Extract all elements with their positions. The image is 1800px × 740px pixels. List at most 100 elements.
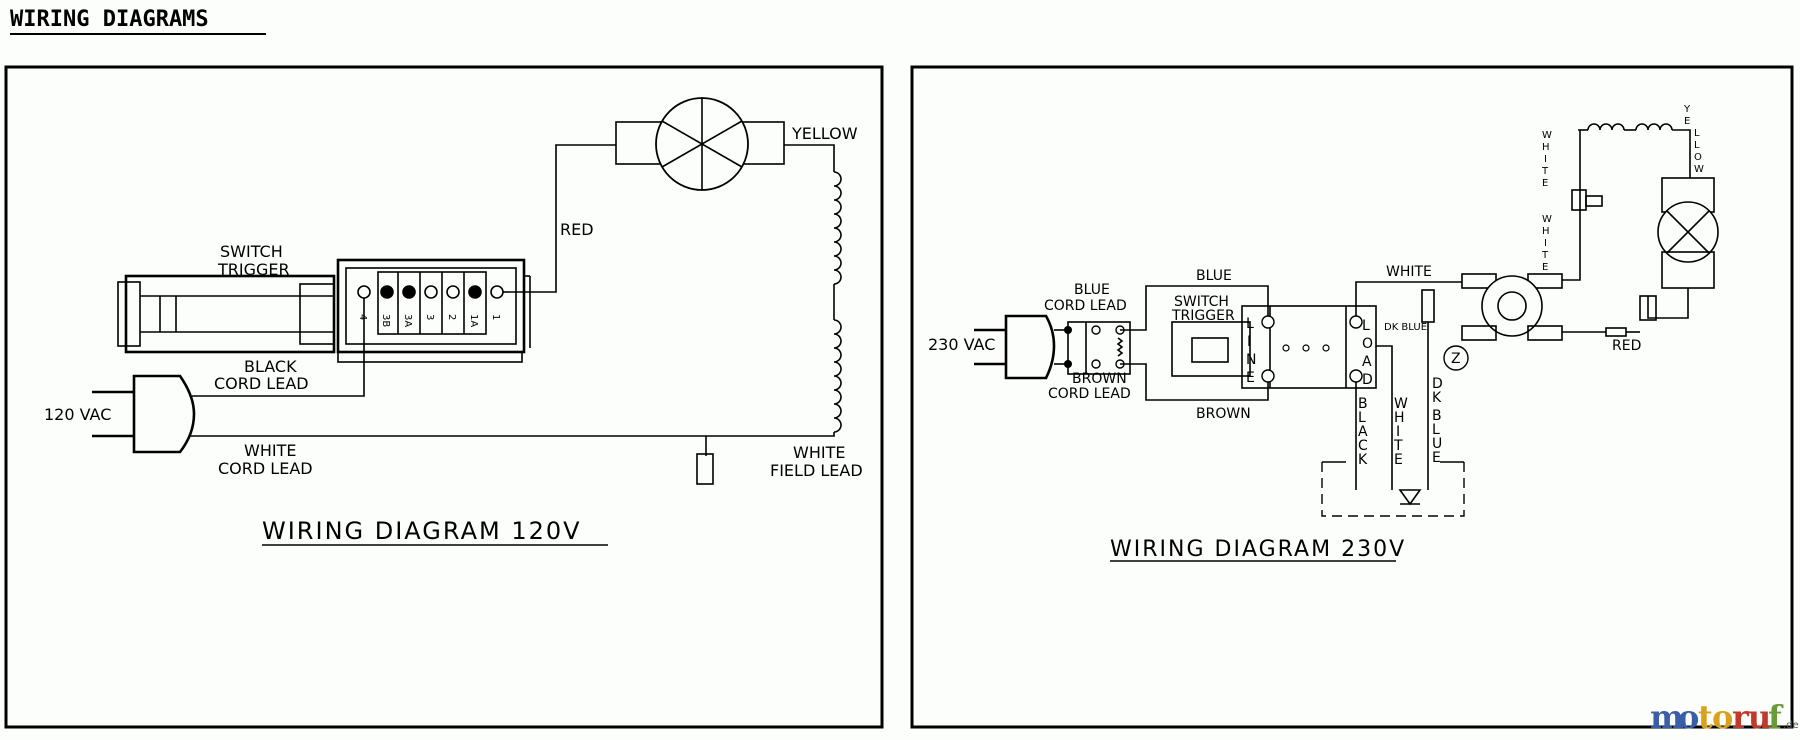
label-switch-120v: SWITCH	[220, 242, 283, 261]
trigger-handle-icon	[117, 281, 141, 347]
line-letter-e: E	[1246, 370, 1255, 386]
load-letter-d: D	[1362, 372, 1373, 388]
white-v2-i: I	[1544, 154, 1547, 165]
ground-z-badge	[1443, 345, 1469, 371]
terminal-label-1a: 1A	[468, 314, 479, 327]
terminal-3	[424, 285, 438, 299]
terminal-label-2: 2	[446, 314, 457, 320]
white-v3-w: W	[1542, 214, 1552, 225]
switch-terminal-block	[336, 258, 526, 354]
yellow-v-l1: L	[1694, 128, 1700, 139]
terminal-3a	[402, 285, 416, 299]
yellow-v-l2: L	[1694, 140, 1700, 151]
label-trigger-230v: TRIGGER	[1171, 308, 1235, 324]
terminal-3b	[380, 285, 394, 299]
watermark-letter-m: m	[1650, 698, 1684, 736]
watermark-suffix: .de	[1783, 720, 1799, 731]
dkblue-letter-d: D	[1432, 376, 1443, 392]
dk-blue-terminal	[1421, 289, 1435, 323]
diagram-230v-frame	[910, 65, 1794, 729]
terminal-label-3a: 3A	[402, 314, 413, 327]
label-white-120v: WHITE	[244, 441, 296, 460]
dkblue-letter-u: U	[1432, 436, 1442, 452]
terminal-1a	[468, 285, 482, 299]
field-coil-top-icon	[833, 171, 842, 285]
terminal-label-1: 1	[490, 314, 501, 320]
black-letter-l: L	[1358, 410, 1366, 426]
label-brown-cord-lead: CORD LEAD	[1048, 386, 1131, 402]
watermark-letter-t: t	[1698, 698, 1713, 736]
label-230-vac: 230 VAC	[928, 335, 995, 354]
diode-icon	[1398, 489, 1422, 506]
line-letter-i: I	[1247, 334, 1251, 350]
white-field-lead-terminal	[696, 453, 714, 485]
label-blue-230v-top: BLUE	[1074, 282, 1110, 298]
watermark-letter-r: r	[1732, 698, 1750, 736]
diagram-230v: 230 VAC BLUE CORD LEAD BROWN CORD LEAD B…	[910, 65, 1794, 729]
caption-120v: WIRING DIAGRAM 120V	[262, 517, 582, 545]
load-letter-o: O	[1362, 336, 1373, 352]
white-v2-w: W	[1542, 130, 1552, 141]
white-letter-w: W	[1394, 396, 1408, 412]
terminal-label-3: 3	[424, 314, 435, 320]
white-v2-h: H	[1542, 142, 1550, 153]
black-letter-a: A	[1358, 424, 1368, 440]
black-letter-k: K	[1358, 452, 1368, 468]
yellow-v-o: O	[1694, 152, 1702, 163]
label-trigger-120v: TRIGGER	[217, 260, 290, 279]
white-wire-up-230v	[1562, 129, 1581, 281]
dkblue-letter-e: E	[1432, 450, 1441, 466]
label-yellow-120v: YELLOW	[791, 124, 858, 143]
terminal-2	[446, 285, 460, 299]
white-v3-i: I	[1544, 238, 1547, 249]
white-v3-e: E	[1542, 262, 1548, 273]
dkblue-letter-b: B	[1432, 408, 1442, 424]
line-letter-l: L	[1246, 316, 1254, 332]
white-v3-t: T	[1541, 250, 1549, 261]
white-letter-i: I	[1396, 424, 1400, 440]
brown-wire-230v	[1120, 363, 1269, 401]
suppressor-block	[1067, 321, 1131, 375]
yellow-wire-120v	[784, 144, 835, 172]
yellow-v-w: W	[1694, 164, 1704, 175]
label-dk-blue-small: DK BLUE	[1384, 322, 1427, 333]
housing-outline-dashed	[1321, 462, 1465, 517]
field-coil-bottom-icon	[833, 319, 842, 433]
field-coil-230v-left-icon	[1587, 123, 1625, 131]
watermark-letter-u: u	[1748, 698, 1771, 736]
label-120-vac: 120 VAC	[44, 405, 111, 424]
label-switch-230v: SWITCH	[1174, 294, 1229, 310]
label-red-230v: RED	[1612, 338, 1641, 354]
label-black-cord-lead: CORD LEAD	[214, 374, 309, 393]
dkblue-letter-l: L	[1432, 422, 1440, 438]
white-lead-230v	[1376, 345, 1393, 490]
watermark-letter-o2: o	[1712, 698, 1733, 736]
label-field-lead: FIELD LEAD	[770, 461, 863, 480]
load-letter-l: L	[1362, 318, 1370, 334]
plug-230v-icon	[1004, 314, 1056, 380]
white-v3-h: H	[1542, 226, 1550, 237]
watermark-logo: m o t o r u f .de	[1650, 698, 1799, 736]
load-letter-a: A	[1362, 354, 1372, 370]
white-v2-t: T	[1541, 166, 1549, 177]
watermark-letter-f: f	[1768, 698, 1784, 736]
white-letter-t: T	[1393, 438, 1403, 454]
label-white-field: WHITE	[793, 443, 845, 462]
label-blue-cord-lead: CORD LEAD	[1044, 298, 1127, 314]
switch-body-230v	[1241, 305, 1377, 389]
diagram-120v-frame	[4, 65, 884, 729]
line-letter-n: N	[1246, 352, 1256, 368]
label-brown-bottom: BROWN	[1196, 406, 1251, 422]
terminal-label-4: 4	[357, 314, 368, 320]
white-letter-h: H	[1394, 410, 1405, 426]
resistor-icon	[1116, 337, 1124, 357]
red-wire-120v	[510, 144, 616, 293]
yellow-v-y: Y	[1683, 104, 1691, 115]
white-letter-e: E	[1394, 452, 1403, 468]
label-red-120v: RED	[560, 220, 594, 239]
terminal-1	[490, 285, 504, 299]
dkblue-letter-k: K	[1432, 390, 1442, 406]
black-cord-lead-120v	[192, 298, 365, 397]
label-black-120v: BLACK	[244, 357, 297, 376]
